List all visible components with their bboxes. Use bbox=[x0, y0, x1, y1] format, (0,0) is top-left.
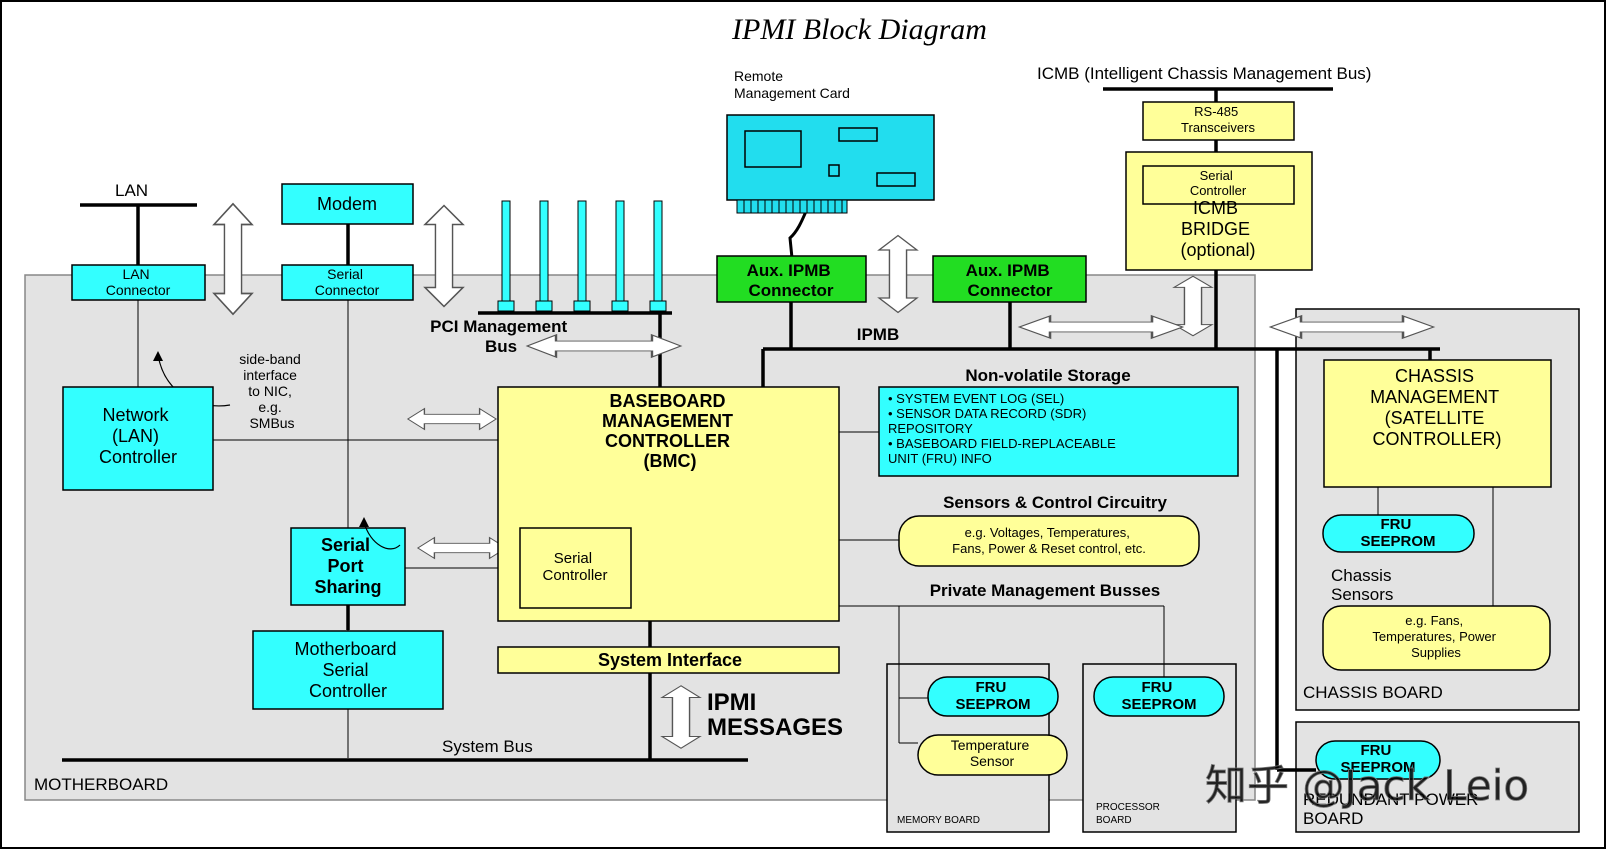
chassis-board-label: CHASSIS BOARD bbox=[1303, 683, 1443, 702]
diagram-title: IPMI Block Diagram bbox=[731, 13, 987, 46]
sensors-desc: e.g. Voltages, Temperatures, Fans, Power… bbox=[952, 525, 1146, 556]
chassis-management-box bbox=[1323, 359, 1552, 488]
nv-storage-title: Non-volatile Storage bbox=[965, 366, 1130, 385]
mb-serial-controller-label: Motherboard Serial Controller bbox=[294, 639, 401, 701]
nv-storage-items: • SYSTEM EVENT LOG (SEL) • SENSOR DATA R… bbox=[888, 391, 1119, 466]
ipmb-label: IPMB bbox=[857, 325, 900, 344]
motherboard-label: MOTHERBOARD bbox=[34, 775, 168, 794]
lan-connector-box bbox=[71, 264, 206, 301]
system-bus-label: System Bus bbox=[442, 737, 533, 756]
temperature-sensor-label: Temperature Sensor bbox=[951, 737, 1033, 769]
serial-connector-box bbox=[281, 264, 414, 301]
power-fru-seeprom bbox=[1315, 740, 1441, 780]
rs485-transceivers bbox=[1142, 101, 1295, 141]
bmc-serial-controller-label: Serial Controller bbox=[542, 550, 607, 584]
side-band-label: side-band interface to NIC, e.g. SMBus bbox=[239, 351, 304, 431]
network-controller-label: Network (LAN) Controller bbox=[99, 405, 177, 467]
modem-label: Modem bbox=[317, 194, 377, 214]
chassis-fru-seeprom-label: FRU SEEPROM bbox=[1360, 516, 1435, 550]
icmb-serial-controller bbox=[1142, 165, 1295, 205]
processor-fru-seeprom-label: FRU SEEPROM bbox=[1121, 679, 1196, 713]
memory-fru-seeprom bbox=[927, 676, 1059, 717]
bmc-label: BASEBOARD MANAGEMENT CONTROLLER (BMC) bbox=[602, 391, 738, 471]
chassis-sensors-box bbox=[1322, 605, 1551, 671]
lan-label: LAN bbox=[115, 181, 148, 200]
network-controller-box bbox=[62, 386, 214, 491]
aux-ipmb-connector-2 bbox=[932, 255, 1087, 303]
rs485-label: RS-485 Transceivers bbox=[1181, 104, 1255, 135]
watermark: 知乎 @Jack Leio bbox=[1205, 761, 1529, 810]
temperature-sensor bbox=[917, 734, 1068, 776]
ipmi-messages-label: IPMI MESSAGES bbox=[707, 689, 843, 741]
sensors-title: Sensors & Control Circuitry bbox=[943, 493, 1167, 512]
bus-lines bbox=[62, 87, 1440, 772]
remote-management-card bbox=[726, 114, 935, 214]
serial-port-sharing-label: Serial Port Sharing bbox=[314, 535, 381, 597]
serial-connector-label: Serial Connector bbox=[315, 266, 380, 298]
lan-connector-label: LAN Connector bbox=[106, 266, 171, 298]
private-busses-label: Private Management Busses bbox=[930, 581, 1161, 600]
chassis-management-label: CHASSIS MANAGEMENT (SATELLITE CONTROLLER… bbox=[1370, 366, 1504, 449]
pci-management-bus-label: PCI Management Bus bbox=[430, 317, 572, 356]
icmb-serial-controller-label: Serial Controller bbox=[1190, 168, 1247, 198]
aux-ipmb-connector-1-label: Aux. IPMB Connector bbox=[747, 261, 836, 300]
nv-storage-box bbox=[878, 386, 1239, 477]
chassis-fru-seeprom bbox=[1322, 514, 1475, 553]
serial-port-sharing-box bbox=[290, 527, 406, 606]
modem-box bbox=[281, 183, 414, 225]
chassis-sensors-desc: e.g. Fans, Temperatures, Power Supplies bbox=[1372, 613, 1499, 660]
chassis-sensors-title: Chassis Sensors bbox=[1331, 566, 1396, 604]
processor-board-label: PROCESSOR BOARD bbox=[1096, 802, 1163, 826]
bmc-serial-controller bbox=[519, 527, 632, 609]
aux-ipmb-connector-2-label: Aux. IPMB Connector bbox=[966, 261, 1055, 300]
system-interface-label: System Interface bbox=[598, 650, 742, 670]
redundant-power-board-label: REDUNDANT POWER BOARD bbox=[1303, 790, 1483, 828]
aux-ipmb-connector-1 bbox=[716, 255, 867, 303]
remote-card-label: Remote Management Card bbox=[734, 68, 850, 101]
serial-sharing-curve bbox=[363, 521, 401, 550]
icmb-bridge-label: ICMB BRIDGE (optional) bbox=[1180, 198, 1255, 260]
mb-serial-controller-box bbox=[252, 630, 444, 710]
power-fru-seeprom-label: FRU SEEPROM bbox=[1340, 742, 1415, 776]
memory-fru-seeprom-label: FRU SEEPROM bbox=[955, 679, 1030, 713]
icmb-label: ICMB (Intelligent Chassis Management Bus… bbox=[1037, 64, 1371, 83]
sensors-box bbox=[898, 515, 1200, 567]
pci-slots bbox=[497, 200, 667, 312]
side-band-arrowhead bbox=[153, 351, 163, 361]
processor-fru-seeprom bbox=[1093, 676, 1225, 717]
system-interface-box bbox=[497, 646, 840, 674]
serial-sharing-arrowhead bbox=[359, 517, 369, 527]
memory-board-label: MEMORY BOARD bbox=[897, 815, 980, 826]
